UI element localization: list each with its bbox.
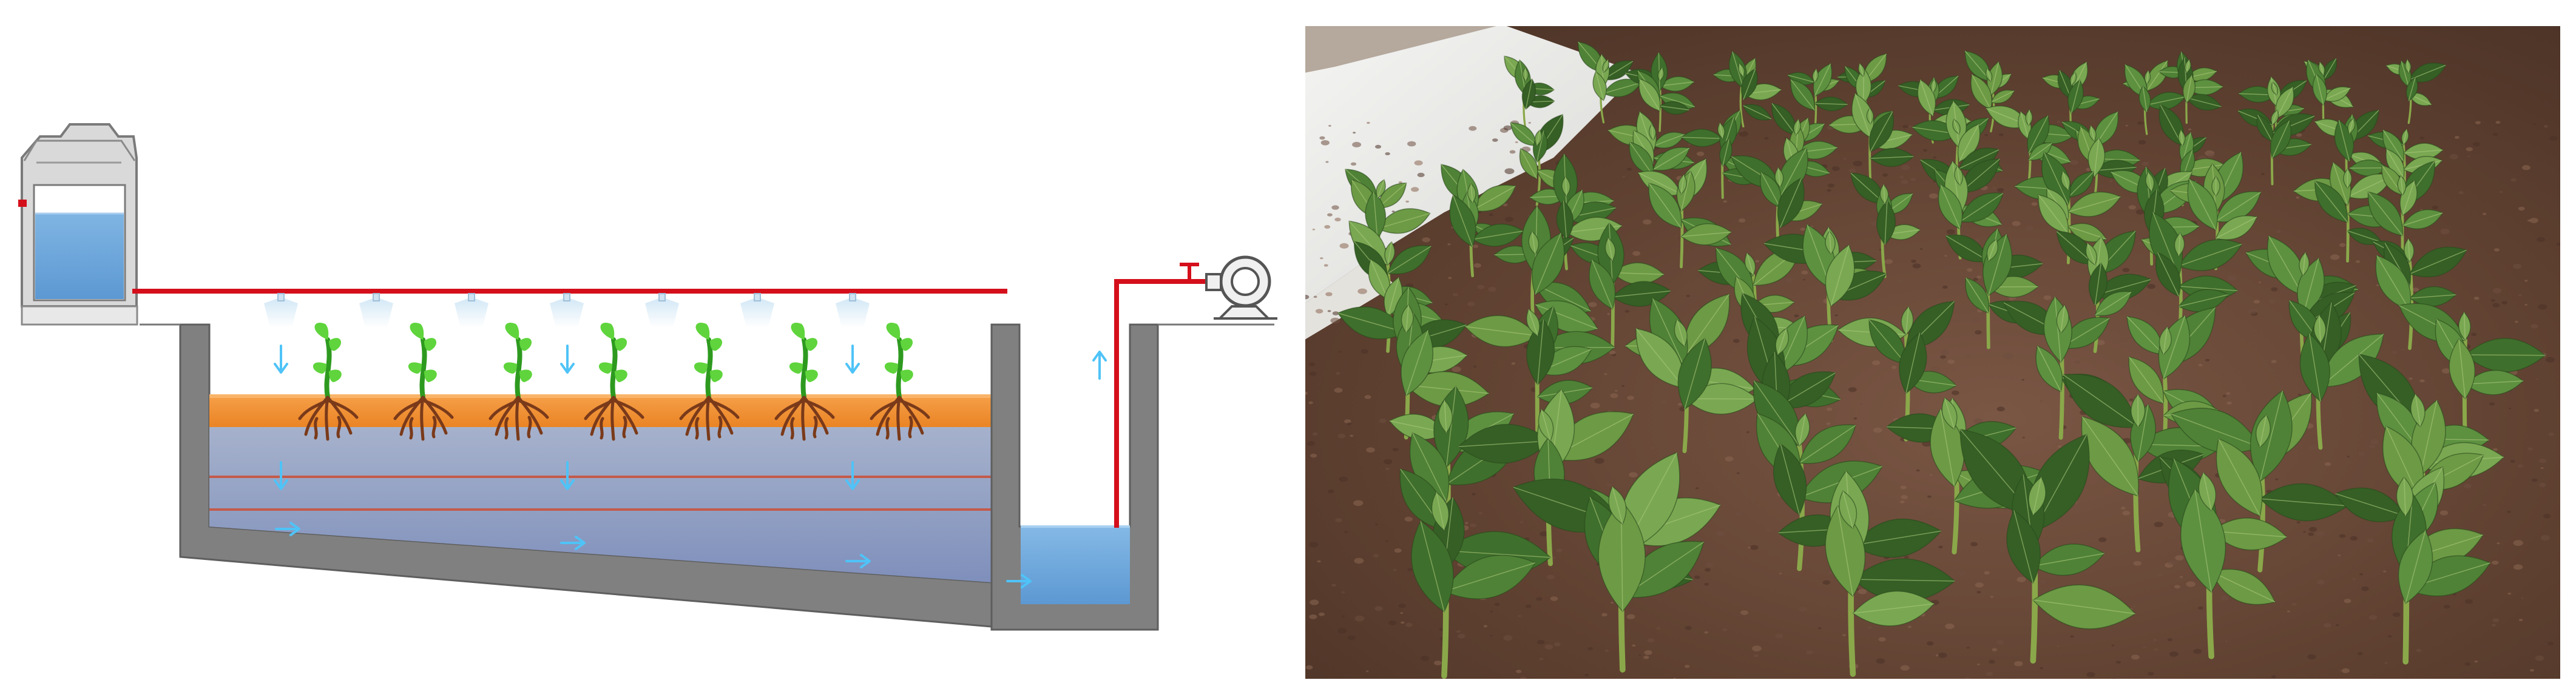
white-wall [1305,25,1638,303]
plant-icon [679,322,740,441]
plant-icon [298,322,359,441]
flow-arrow-icon [1006,574,1032,588]
flow-arrow-icon [845,345,860,374]
flow-arrow-icon [274,345,288,374]
flow-arrow-icon [845,554,871,568]
flow-arrow-icon [560,461,575,490]
flow-arrow-icon [560,345,575,374]
sprinkler-icon [645,293,679,328]
sunflower-seedlings [1337,41,2546,679]
flow-arrow-icon [275,522,300,536]
substrate-top-edge [209,394,992,398]
sump-water [1021,527,1130,604]
plant-icon [584,322,644,441]
plant-icon [774,322,835,441]
flow-arrow-icon [560,536,586,550]
drainage-layer [209,426,992,582]
irrigation-system-diagram [18,123,1277,631]
flow-arrow-icon [1092,351,1107,380]
sprinkler-icon [359,293,393,328]
water-tank-icon [18,123,138,326]
sprinkler-icon [740,293,774,328]
sprinkler-icon [836,293,870,328]
plant-icon [870,322,930,441]
plant-field-photo [1305,25,2561,679]
sprinkler-row [264,293,870,328]
valve-icon [1180,263,1199,281]
flow-arrow-icon [274,461,288,490]
plant-icon [393,322,454,441]
flow-arrows [274,345,1107,588]
flow-arrow-icon [845,461,860,490]
sprinkler-icon [455,293,488,328]
sprinkler-icon [264,293,298,328]
pump-icon [1205,255,1277,320]
plant-row [298,322,930,441]
plant-icon [488,322,549,441]
sprinkler-icon [550,293,584,328]
return-pipe [1114,279,1208,528]
photo-frame [1304,25,2561,680]
